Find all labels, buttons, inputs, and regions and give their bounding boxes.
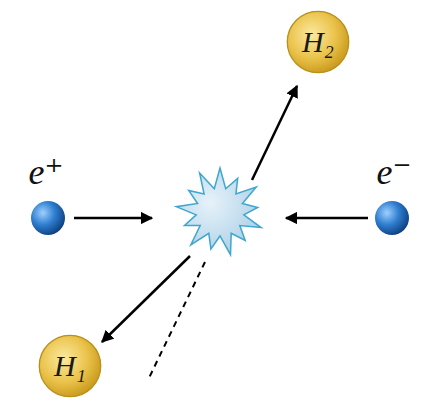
particle-name: H₂ xyxy=(302,25,334,59)
particle-label: e⁻ xyxy=(377,154,412,190)
positron-ball xyxy=(31,201,65,235)
missing-momentum-line xyxy=(148,262,205,380)
particle-name: H₁ xyxy=(54,349,86,383)
particle-label: e⁺ xyxy=(29,154,64,190)
higgs-ball: H₂ xyxy=(286,10,350,74)
collision-star xyxy=(176,168,261,255)
higgs-ball: H₁ xyxy=(38,334,102,398)
incoming-arrow xyxy=(74,217,152,220)
outgoing-arrow xyxy=(252,86,297,180)
incoming-arrow xyxy=(286,217,368,220)
electron-ball xyxy=(375,201,409,235)
outgoing-arrow xyxy=(102,256,190,342)
